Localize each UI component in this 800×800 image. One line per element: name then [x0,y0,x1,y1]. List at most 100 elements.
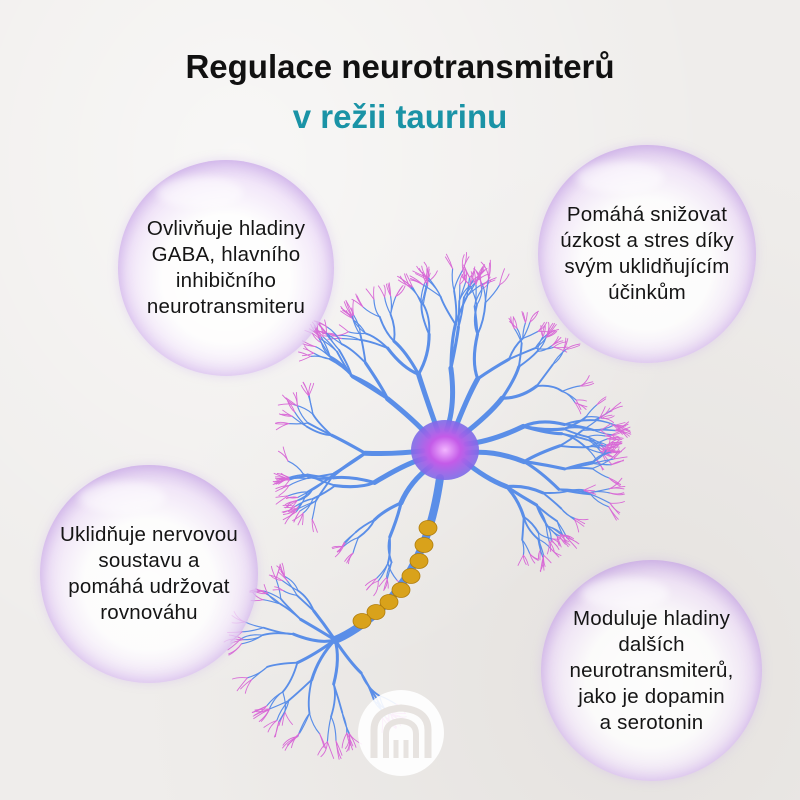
dendrite-branch [444,256,454,270]
dendrite-branch [609,492,625,495]
dendrite-branch [583,490,596,495]
dendrite-branch [330,433,367,455]
dendrite-branch [470,271,477,286]
dendrite-branch [285,397,298,407]
dendrite-branch [476,357,511,381]
dendrite-branch [477,271,483,287]
dendrite-branch [404,273,411,289]
dendrite-branch [550,540,560,550]
dendrite-branch [556,535,562,548]
dendrite-branch [546,541,550,555]
dendrite-branch [522,554,527,565]
dendrite-branch [566,537,580,545]
dendrite-branch [616,425,631,433]
dendrite-branch [293,510,301,523]
dendrite-branch [399,275,411,289]
dendrite-branch [427,279,442,298]
dendrite-branch [525,312,528,324]
dendrite-branch [373,580,379,597]
dendrite-branch [521,515,525,541]
dendrite-branch [292,512,304,522]
dendrite-branch [612,423,623,435]
dendrite-branch [244,621,265,629]
dendrite-branch [457,296,465,329]
dendrite-branch [600,429,612,437]
dendrite-branch [418,267,429,281]
dendrite-branch [474,284,477,307]
dendrite-branch [308,712,321,735]
dendrite-branch [386,561,393,580]
dendrite-branch [320,342,333,360]
dendrite-branch [303,348,315,354]
dendrite-branch [266,661,299,668]
dendrite-branch [460,275,471,286]
dendrite-branch [423,261,429,279]
dendrite-branch [607,437,624,440]
bubble-neurotransmitters-text: Moduluje hladiny dalších neurotransmiter… [569,606,734,734]
dendrite-branch [270,565,277,580]
dendrite-branch [242,634,264,641]
dendrite-branch [284,711,293,725]
dendrite-branch [244,679,253,694]
dendrite-branch [287,473,308,479]
dendrite-branch [340,343,367,364]
dendrite-branch [301,352,315,357]
dendrite-branch [390,295,397,315]
dendrite-branch [265,593,282,605]
dendrite-branch [340,306,353,317]
dendrite-branch [591,468,610,479]
dendrite-branch [387,562,398,581]
dendrite-branch [536,345,553,352]
dendrite-branch [282,446,289,462]
dendrite-branch [586,434,607,438]
dendrite-branch [500,365,521,400]
dendrite-branch [517,554,524,566]
dendrite-branch [522,460,561,491]
dendrite-branch [439,295,457,326]
dendrite-branch [458,283,461,302]
dendrite-branch [232,677,248,680]
dendrite-branch [566,537,578,549]
dendrite-branch [559,533,571,538]
dendrite-branch [251,666,268,681]
page-title: Regulace neurotransmiterů [185,48,615,85]
dendrite-branch [609,502,621,514]
dendrite-branch [426,270,438,283]
dendrite-branch [383,578,388,591]
dendrite-branch [420,281,428,305]
dendrite-branch [453,289,458,326]
bubble-anxiety-text: Pomáhá snižovat úzkost a stres díky svým… [560,203,734,304]
dendrite-branch [228,643,242,656]
dendrite-branch [476,285,483,306]
dendrite-branch [583,484,596,491]
dendrite-branch [529,312,539,323]
dendrite-branch [287,460,305,475]
dendrite-branch [517,350,539,368]
dendrite-branch [517,342,523,368]
dendrite-branch [537,538,545,556]
dendrite-branch [590,493,611,504]
myelin-segment [366,604,386,620]
myelin-segment [352,613,372,629]
bubble-gaba: Ovlivňuje hladiny GABA, hlavního inhibič… [118,160,334,376]
dendrite-branch [387,536,393,564]
dendrite-branch [386,346,421,376]
dendrite-branch [512,316,518,329]
dendrite-branch [284,511,297,525]
dendrite-branch [522,330,539,339]
dendrite-branch [606,446,620,450]
dendrite-branch [488,259,491,280]
dendrite-branch [422,284,442,298]
dendrite-branch [341,732,348,749]
dendrite-branch [353,314,362,336]
dendrite-branch [313,352,331,360]
dendrite-branch [499,273,510,286]
dendrite-branch [333,480,377,489]
dendrite-branch [288,422,309,425]
dendrite-branch [462,256,470,271]
dendrite-branch [608,477,621,485]
dendrite-branch [463,279,475,298]
dendrite-branch [307,678,313,715]
dendrite-branch [346,301,355,316]
axon [331,474,444,644]
